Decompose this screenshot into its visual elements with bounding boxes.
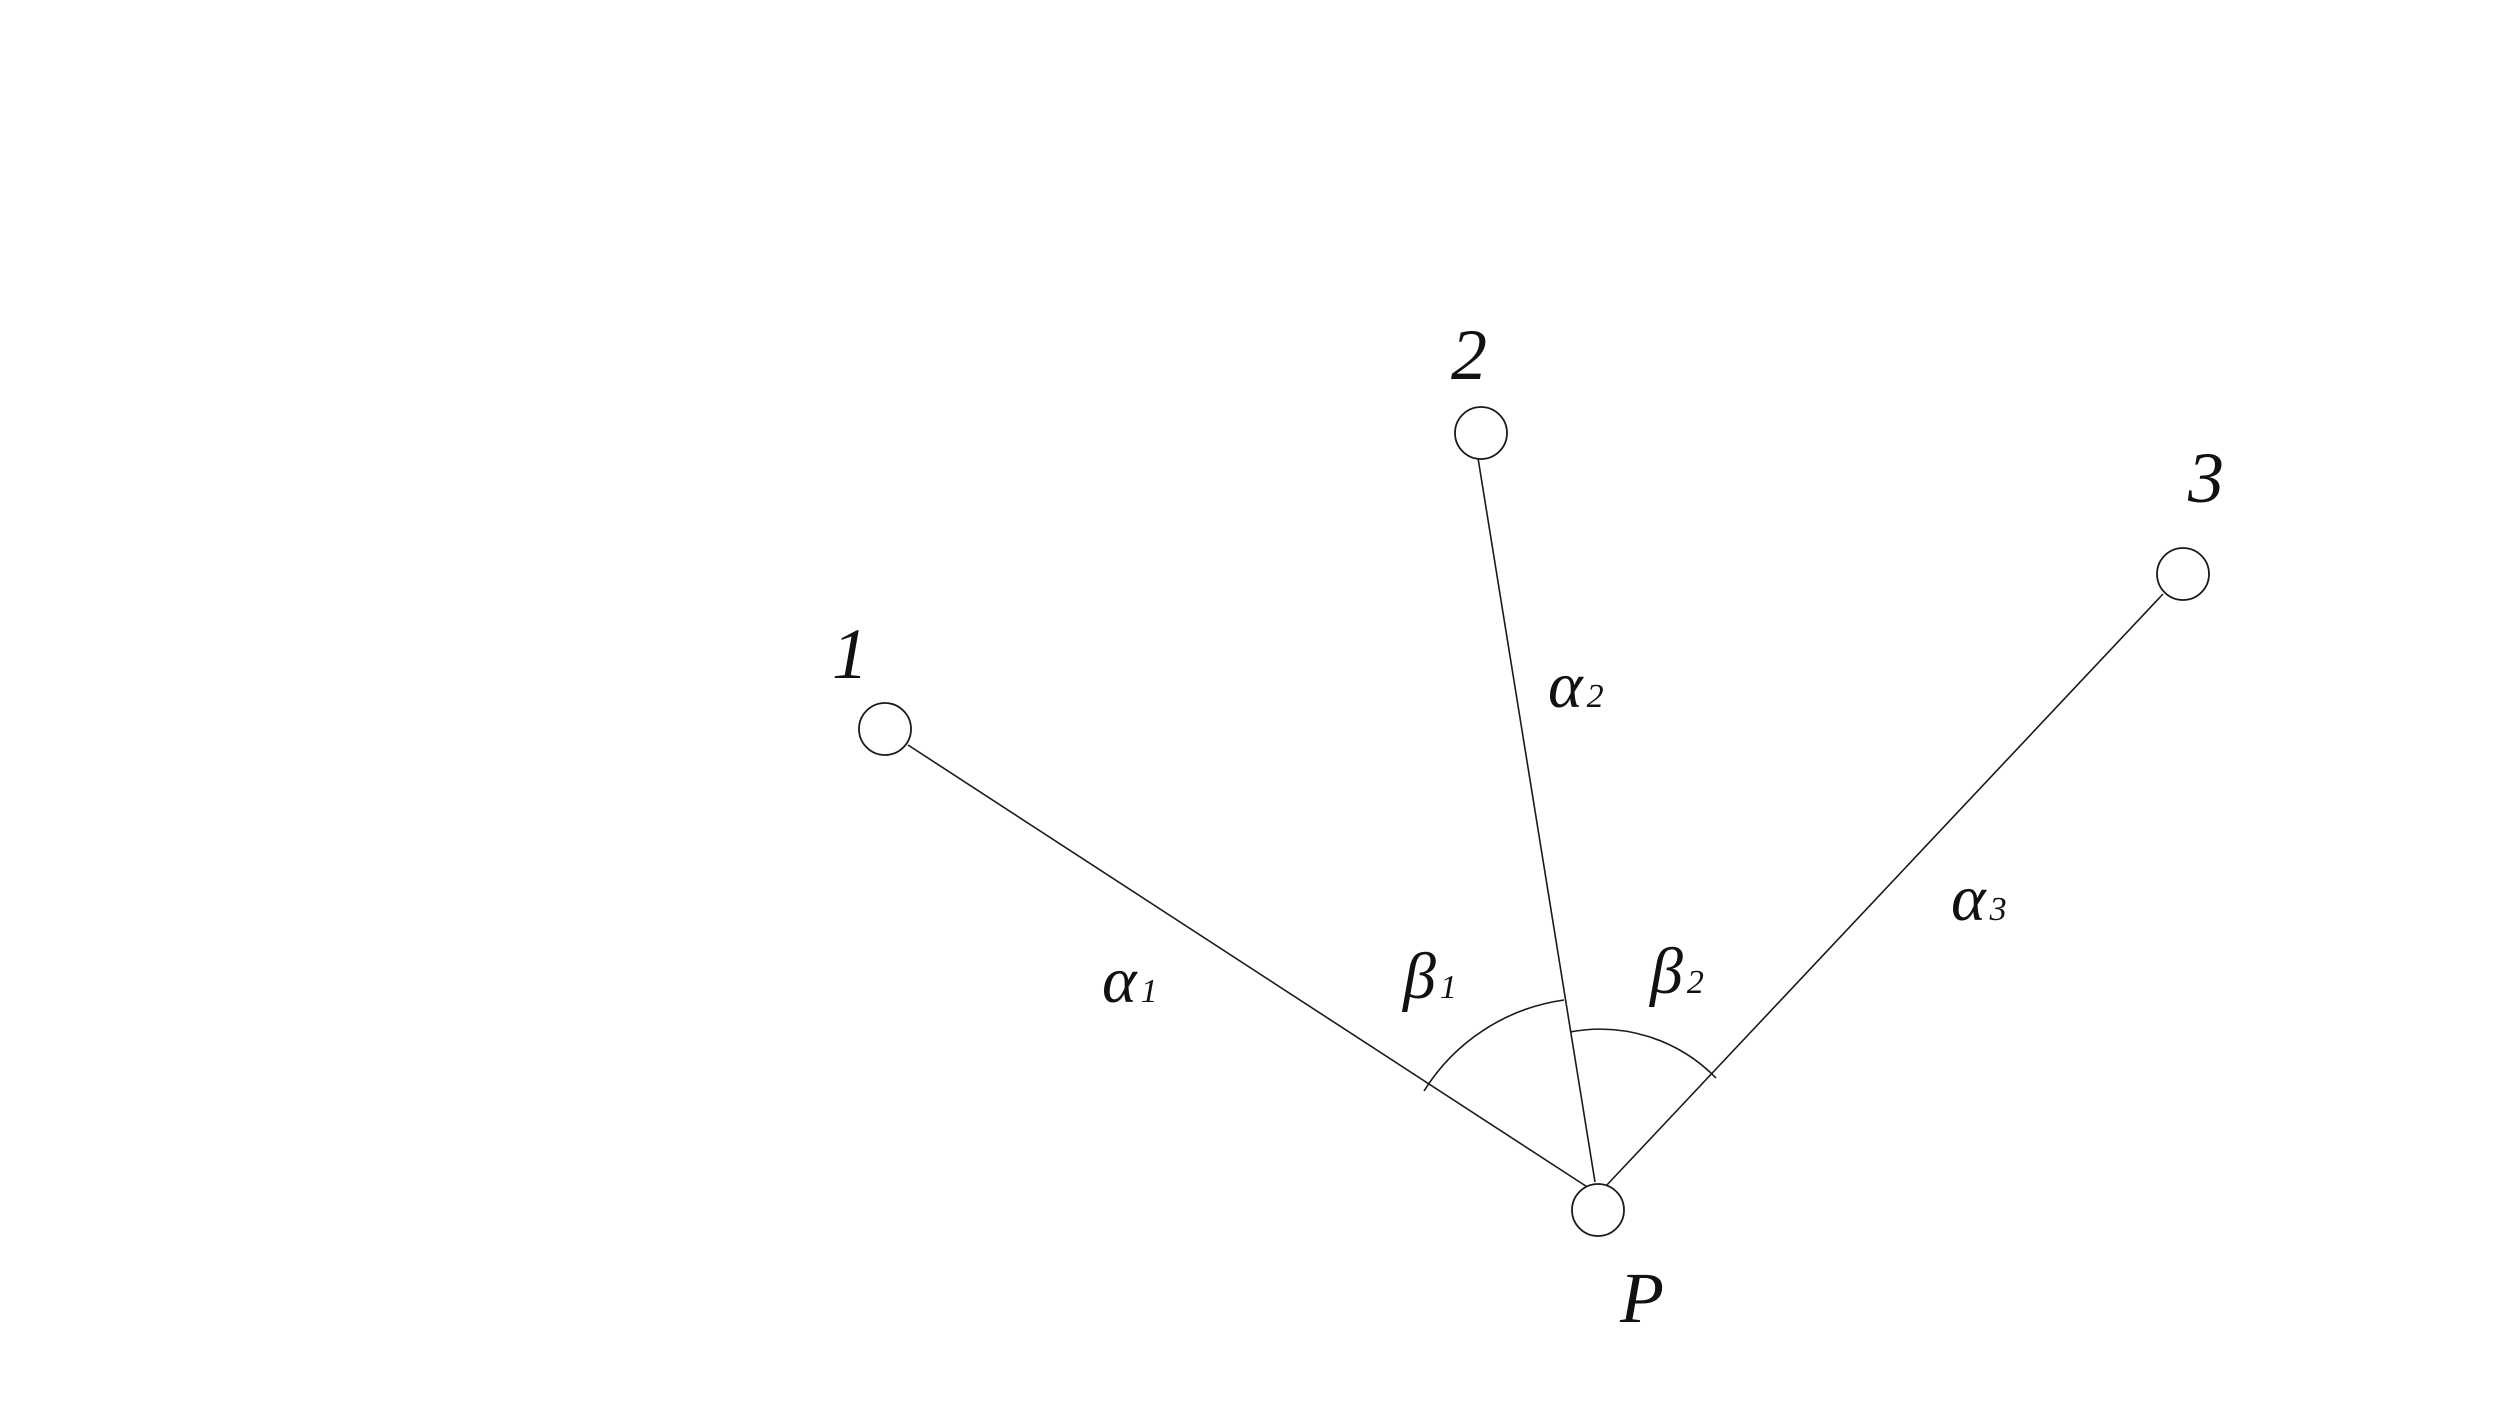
beta-1-subscript: 1 [1440,969,1457,1006]
station-3-marker [2156,547,2210,601]
label-point-3: 3 [2187,438,2224,518]
beta-2-symbol: β [1648,935,1683,1008]
alpha-1-symbol: α [1102,944,1138,1017]
ray-p-to-1 [907,744,1596,1193]
alpha-1-subscript: 1 [1141,973,1158,1010]
alpha-2-symbol: α [1548,649,1584,722]
beta-2-subscript: 2 [1687,964,1704,1001]
station-p-marker [1571,1183,1625,1237]
label-point-2: 2 [1451,315,1487,395]
beta-1-symbol: β [1401,940,1436,1013]
alpha-3-subscript: 3 [1989,891,2007,928]
arc-beta-2 [1569,1028,1717,1079]
arc-beta-1 [1423,999,1565,1092]
alpha-3-symbol: α [1951,862,1987,935]
ray-p-to-3 [1604,593,2164,1188]
label-point-1: 1 [832,614,868,694]
ray-p-to-2 [1477,457,1596,1183]
station-2-marker [1454,406,1508,460]
label-point-p: P [1619,1258,1664,1338]
station-1-marker [858,702,912,756]
alpha-2-subscript: 2 [1587,678,1604,715]
